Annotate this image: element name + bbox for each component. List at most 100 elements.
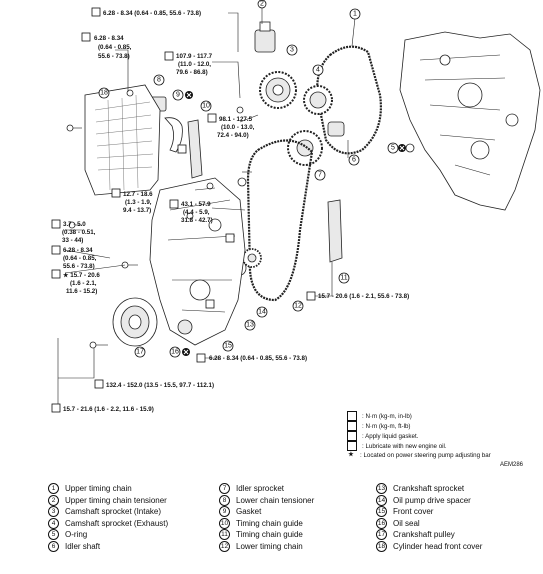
- part-name: Lower chain tensioner: [236, 495, 315, 505]
- part-number: 3: [48, 506, 59, 518]
- part-name: Gasket: [236, 507, 262, 517]
- part-name: Lower timing chain: [236, 541, 303, 551]
- part-name: Oil seal: [393, 518, 420, 528]
- callout-4: 4: [312, 64, 324, 76]
- torque-label: 3.7 - 5.0: [63, 221, 86, 228]
- part-name: Oil pump drive spacer: [393, 495, 471, 505]
- callout-2: 2: [257, 0, 267, 9]
- oil-symbol: [205, 299, 215, 309]
- callout-9: 9: [172, 89, 184, 101]
- svg-text:16: 16: [171, 349, 179, 356]
- lower-timing-chain: [246, 139, 314, 302]
- idler-sprocket: [287, 130, 323, 166]
- callout-18: 18: [98, 87, 110, 99]
- part-item: 9 Gasket: [219, 506, 314, 518]
- legend-item: : N·m (kg-m, in-lb): [347, 411, 412, 421]
- svg-text:17: 17: [136, 349, 144, 356]
- legend-text: : Lubricate with new engine oil.: [362, 442, 447, 450]
- svg-text:5: 5: [391, 145, 395, 152]
- torque-label: 107.9 - 117.7: [176, 53, 213, 60]
- torque-label: (0.64 - 0.85,: [63, 255, 97, 262]
- torque-ft-lb-symbol: [347, 421, 357, 431]
- callout-15: 15: [222, 340, 234, 352]
- torque-label: ★ 15.7 - 20.6: [62, 272, 100, 279]
- torque-label: 6.28 - 8.34 (0.64 - 0.85, 55.6 - 73.8): [103, 10, 201, 17]
- callout-17: 17: [134, 346, 146, 358]
- do-not-reuse-marks: [182, 91, 406, 356]
- upper-chain-tensioner: [254, 21, 276, 53]
- torque-label: (0.64 - 0.85,: [98, 44, 132, 51]
- legend-text: : Apply liquid gasket.: [362, 432, 419, 440]
- part-number: 12: [219, 540, 230, 552]
- oil-seal: [177, 319, 193, 335]
- torque-label: 12.7 - 18.6: [123, 191, 153, 198]
- liquid-gasket-symbol: [177, 144, 187, 154]
- callout-10: 10: [200, 100, 212, 112]
- part-name: Upper timing chain tensioner: [65, 495, 167, 505]
- part-number: 15: [376, 506, 387, 518]
- part-name: Front cover: [393, 507, 434, 517]
- part-item: 17 Crankshaft pulley: [376, 529, 482, 541]
- torque-label: 31.8 - 42.7): [181, 217, 213, 224]
- svg-text:3: 3: [290, 47, 294, 54]
- part-name: Timing chain guide: [236, 518, 303, 528]
- crankshaft-pulley: [112, 297, 158, 347]
- callout-12: 12: [292, 300, 304, 312]
- torque-label: 98.1 - 127.5: [219, 116, 253, 123]
- legend-text: : Located on power steering pump adjusti…: [360, 451, 491, 459]
- torque-label: 55.6 - 73.8): [98, 53, 130, 60]
- front-cover: [149, 177, 246, 346]
- part-name: Cylinder head front cover: [393, 541, 483, 551]
- part-number: 9: [219, 506, 230, 518]
- legend-item: ★ : Located on power steering pump adjus…: [347, 451, 491, 459]
- part-name: Crankshaft pulley: [393, 530, 455, 540]
- exhaust-camshaft-sprocket: [303, 85, 333, 115]
- torque-label: (1.3 - 1.9,: [125, 199, 152, 206]
- star-symbol: ★: [348, 452, 354, 458]
- torque-label: 33 - 44): [62, 237, 83, 244]
- timing-chain-exploded-diagram: 6.28 - 8.34 (0.64 - 0.85, 55.6 - 73.8) 6…: [51, 0, 541, 413]
- intake-camshaft-sprocket: [259, 71, 297, 109]
- bolts: [66, 89, 252, 349]
- torque-label: 15.7 - 21.6 (1.6 - 2.2, 11.6 - 15.9): [63, 406, 154, 413]
- torque-in-lb-symbol: [347, 411, 357, 421]
- part-number: 13: [376, 483, 387, 494]
- torque-label: 43.1 - 57.9: [181, 201, 211, 208]
- timing-chain-guide-lower: [327, 199, 343, 263]
- svg-text:11: 11: [340, 275, 347, 282]
- torque-label: (1.6 - 2.1,: [70, 280, 97, 287]
- legend-item: : N·m (kg-m, ft-lb): [347, 421, 410, 431]
- engine-block: [399, 31, 541, 211]
- svg-text:9: 9: [176, 92, 180, 99]
- part-name: Idler shaft: [65, 541, 101, 551]
- svg-text:7: 7: [318, 172, 322, 179]
- part-number: 11: [219, 529, 230, 541]
- svg-text:15: 15: [224, 343, 232, 350]
- part-number: 5: [48, 529, 59, 541]
- torque-label: 6.28 - 8.34 (0.64 - 0.85, 55.6 - 73.8): [209, 355, 307, 362]
- part-number: 18: [376, 540, 387, 552]
- figure-reference-code: AEM286: [500, 462, 524, 468]
- callout-11: 11: [338, 272, 350, 284]
- callout-1: 1: [349, 8, 361, 20]
- timing-chain-guide-upper: [187, 119, 203, 179]
- part-number: 17: [376, 529, 387, 541]
- part-item: 15 Front cover: [376, 506, 482, 518]
- gasket: [164, 117, 183, 153]
- oil-symbol: [225, 233, 235, 243]
- torque-label: (0.38 - 0.51,: [62, 229, 96, 236]
- callout-7: 7: [314, 169, 326, 181]
- legend-text: : N·m (kg-m, ft-lb): [362, 422, 411, 430]
- torque-label: 15.7 - 20.6 (1.6 - 2.1, 55.6 - 73.8): [318, 293, 409, 300]
- part-name: O-ring: [65, 530, 88, 540]
